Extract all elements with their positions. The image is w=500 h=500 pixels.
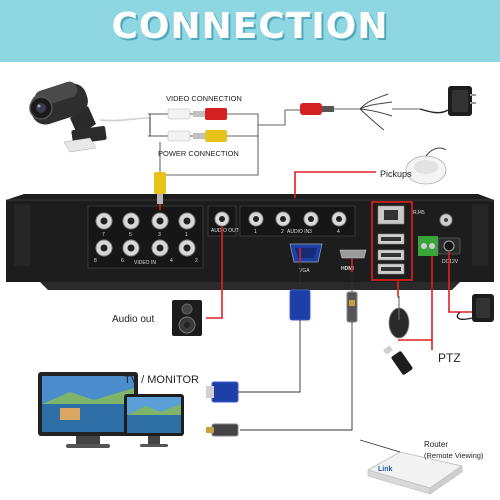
port-number: 2 [195, 258, 198, 264]
port-number: 3 [158, 232, 161, 238]
video-plug [154, 172, 166, 204]
power-adapter-icon [456, 294, 494, 322]
hdmi-port [339, 249, 367, 259]
power-splitter-icon [359, 93, 420, 131]
bnc-port [122, 212, 140, 230]
router-sub-label: (Remote Viewing) [424, 451, 484, 460]
port-number: 4 [337, 229, 340, 235]
speaker-icon [172, 300, 202, 336]
hdmi-cable [240, 272, 358, 431]
bnc-port [178, 212, 196, 230]
monitor-plugs [206, 381, 239, 437]
power-adapter-icon [419, 86, 476, 116]
bnc-port [151, 212, 169, 230]
audio-out-port [214, 211, 230, 227]
pickups-label: Pickups [380, 169, 412, 179]
audio-in-label: AUDIO IN [287, 229, 310, 235]
port-number: 3 [309, 229, 312, 235]
tv-monitor-icon [38, 372, 138, 448]
bnc-port [95, 239, 113, 257]
audio-out-port-label: AUDIO OUT [211, 228, 239, 234]
power-connection-label: POWER CONNECTION [158, 149, 239, 158]
terminal-block [418, 213, 461, 256]
camera-plugs [167, 108, 227, 142]
second-monitor-icon [124, 394, 184, 447]
port-number: 5 [129, 232, 132, 238]
rca-port [303, 211, 319, 227]
video-in-label: VIDEO IN [134, 260, 156, 266]
vga-cable [238, 262, 311, 393]
router-label: Router [424, 440, 448, 449]
rca-port [248, 211, 264, 227]
audio-out-label: Audio out [112, 314, 154, 325]
video-connection-label: VIDEO CONNECTION [166, 94, 242, 103]
title-banner: CONNECTION [0, 0, 500, 62]
port-number: 2 [281, 229, 284, 235]
bnc-port [151, 239, 169, 257]
port-number: 6 [121, 258, 124, 264]
network-usb-panel [371, 201, 413, 281]
banner-title: CONNECTION [111, 6, 389, 47]
port-number: 7 [102, 232, 105, 238]
rj45-label: RJ45 [413, 210, 425, 216]
router-icon: Link [366, 451, 463, 495]
port-number: 1 [254, 229, 257, 235]
power-plug [285, 103, 360, 115]
vga-port [289, 243, 323, 263]
pickups-microphone-icon [405, 147, 447, 185]
vga-label: VGA [299, 268, 310, 274]
port-number: 4 [170, 258, 173, 264]
port-number: 8 [94, 258, 97, 264]
audio-in-ports [248, 211, 347, 227]
router-brand: Link [378, 466, 392, 473]
bnc-port [178, 239, 196, 257]
usb-drive-icon [383, 345, 413, 375]
video-in-ports [95, 212, 196, 257]
security-camera-icon [29, 81, 107, 153]
bnc-port [122, 239, 140, 257]
bnc-port [95, 212, 113, 230]
rca-port [331, 211, 347, 227]
tv-monitor-label: TV / MONITOR [124, 374, 199, 386]
port-number: 1 [185, 232, 188, 238]
mouse-icon [388, 296, 410, 339]
dc12v-label: DC12V [442, 259, 459, 265]
rca-port [275, 211, 291, 227]
ptz-label: PTZ [438, 351, 461, 365]
hdmi-label: HDMI [341, 266, 354, 272]
connection-lines [159, 110, 286, 176]
